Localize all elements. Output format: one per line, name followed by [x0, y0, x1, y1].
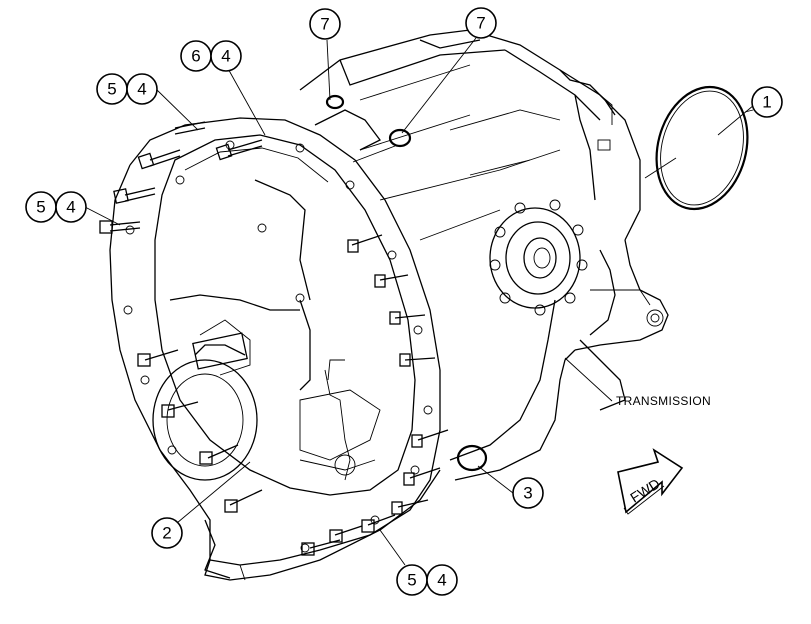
svg-text:1: 1 [762, 93, 771, 112]
svg-text:4: 4 [437, 571, 446, 590]
leader-lines [84, 37, 755, 566]
svg-text:2: 2 [162, 524, 171, 543]
callout-5-upper: 5 [96, 73, 128, 105]
flywheel-housing [109, 117, 441, 581]
o-ring-large [655, 85, 749, 211]
callout-4-left: 4 [55, 191, 87, 223]
svg-text:4: 4 [66, 198, 75, 217]
svg-text:5: 5 [107, 80, 116, 99]
callout-4-upper: 4 [126, 73, 158, 105]
transmission-housing [299, 29, 669, 481]
svg-text:7: 7 [320, 15, 329, 34]
svg-text:6: 6 [191, 47, 200, 66]
transmission-label: TRANSMISSION [616, 394, 711, 408]
svg-text:4: 4 [137, 80, 146, 99]
bolts [99, 121, 449, 556]
callout-1: 1 [751, 86, 783, 118]
callout-2: 2 [151, 517, 183, 549]
callout-3: 3 [512, 477, 544, 509]
fwd-arrow: FWD [617, 448, 684, 515]
svg-text:5: 5 [36, 198, 45, 217]
svg-text:5: 5 [407, 571, 416, 590]
callout-7-top-left: 7 [309, 8, 341, 40]
callout-4-bottom: 4 [426, 564, 458, 596]
callout-6-top: 6 [180, 40, 212, 72]
o-ring-small-7a [325, 94, 345, 110]
svg-text:4: 4 [221, 47, 230, 66]
callout-5-left: 5 [25, 191, 57, 223]
o-ring-small-3 [456, 444, 488, 472]
svg-text:3: 3 [523, 484, 532, 503]
o-ring-small-7b [388, 128, 412, 148]
callout-7-top-right: 7 [465, 7, 497, 39]
svg-text:7: 7 [476, 14, 485, 33]
callout-4-top: 4 [210, 40, 242, 72]
callout-5-bottom: 5 [396, 564, 428, 596]
